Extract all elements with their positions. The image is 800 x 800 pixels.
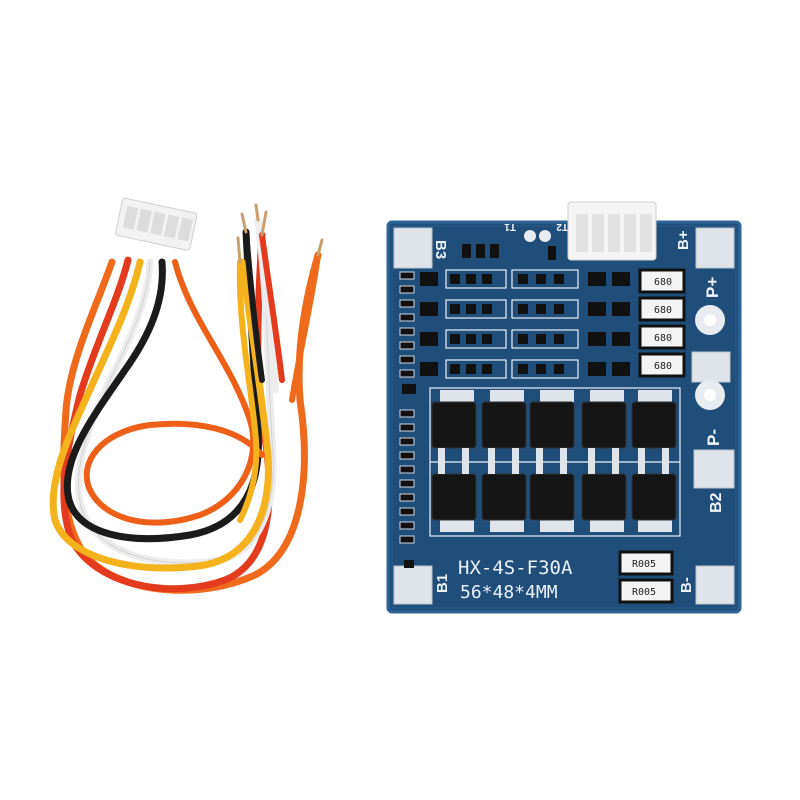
- board-size: 56*48*4MM: [460, 582, 558, 603]
- label-p-plus: P+: [703, 277, 722, 298]
- resistor-code-4: 680: [654, 361, 672, 372]
- balance-resistors: 680 680 680 680: [638, 268, 686, 378]
- label-t2: T2: [556, 221, 568, 232]
- wire-orange-tail: [289, 252, 321, 403]
- mounting-holes: [524, 230, 725, 410]
- small-caps: [402, 384, 416, 568]
- wire-tips: [236, 203, 324, 264]
- wire-harness: [49, 216, 322, 594]
- wire-black-tail: [243, 229, 265, 383]
- resistor-code-2: 680: [654, 305, 672, 316]
- balance-ic-rows: [420, 244, 630, 379]
- label-t1: T1: [504, 221, 516, 232]
- wire-orange-2: [83, 259, 265, 526]
- label-p-minus: P-: [704, 429, 723, 446]
- wire-red-tail: [259, 232, 285, 383]
- bms-board: 680 680 680 680: [386, 201, 742, 614]
- wire-black: [63, 228, 262, 543]
- left-components: [399, 271, 415, 544]
- harness-connector: [115, 197, 198, 251]
- shunt-code-2: R005: [632, 587, 656, 598]
- label-b3: B3: [432, 240, 449, 259]
- wire-yellow: [49, 258, 272, 572]
- label-b-minus: B-: [678, 577, 695, 593]
- shunt-resistors: R005 R005: [618, 550, 674, 604]
- label-b-plus: B+: [675, 230, 692, 250]
- board-model: HX-4S-F30A: [458, 557, 573, 579]
- shunt-code-1: R005: [632, 559, 656, 570]
- resistor-code-3: 680: [654, 333, 672, 344]
- board-connector: [567, 201, 657, 261]
- resistor-code-1: 680: [654, 277, 672, 288]
- label-b2: B2: [708, 492, 725, 513]
- corner-pads: [393, 227, 735, 605]
- mosfet-array: [429, 387, 681, 537]
- wire-yellow-tail: [236, 259, 260, 523]
- label-b1: B1: [434, 574, 451, 593]
